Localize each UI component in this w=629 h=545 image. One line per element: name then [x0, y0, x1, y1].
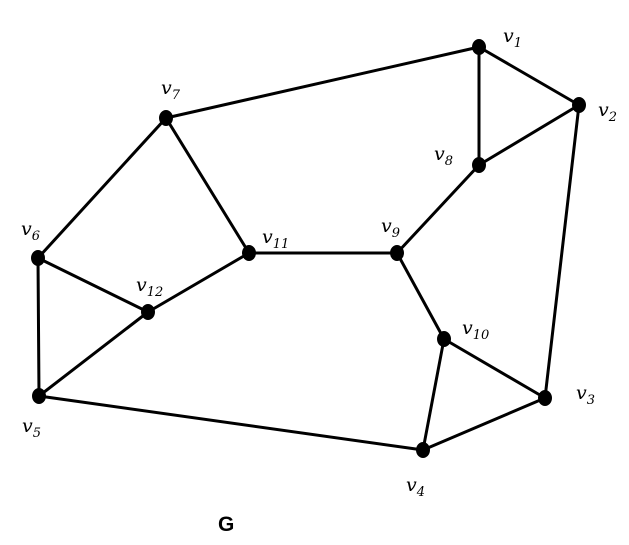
- graph-title: G: [218, 513, 234, 536]
- edge-v6-v12: [36, 256, 150, 314]
- vertex-v1: [472, 39, 486, 55]
- edge-v9-v10: [395, 251, 446, 341]
- edge-v5-v6: [36, 256, 41, 398]
- vertex-v4: [416, 442, 430, 458]
- vertex-v11: [242, 245, 256, 261]
- vertex-label-v10: v10: [462, 317, 489, 343]
- vertex-v12: [141, 304, 155, 320]
- vertex-v5: [32, 388, 46, 404]
- vertex-v8: [472, 157, 486, 173]
- vertex-label-v4: v4: [406, 474, 425, 500]
- edge-v4-v5: [37, 394, 425, 452]
- vertex-v10: [437, 331, 451, 347]
- edges: [36, 45, 581, 452]
- vertex-label-v6: v6: [21, 218, 40, 244]
- edge-v1-v7: [164, 45, 481, 120]
- edge-v8-v9: [395, 163, 481, 255]
- edge-v2-v3: [543, 103, 581, 400]
- edge-v10-v4: [421, 337, 446, 452]
- edge-v3-v4: [421, 396, 547, 452]
- edge-v7-v11: [164, 116, 251, 255]
- vertex-label-v7: v7: [161, 77, 181, 103]
- vertex-v6: [31, 250, 45, 266]
- edge-v11-v12: [146, 251, 251, 314]
- vertex-label-v5: v5: [22, 415, 41, 441]
- vertex-label-v1: v1: [503, 25, 522, 51]
- vertex-label-v3: v3: [576, 382, 595, 408]
- edge-v6-v7: [36, 116, 168, 260]
- vertex-v2: [572, 97, 586, 113]
- vertex-label-v9: v9: [381, 215, 400, 241]
- vertices: [31, 39, 586, 458]
- vertex-v7: [159, 110, 173, 126]
- vertex-label-v12: v12: [136, 274, 163, 300]
- edge-v2-v8: [477, 103, 581, 167]
- vertex-labels: v1 v2 v3 v4 v5 v6 v7 v8 v9 v10 v11 v12: [21, 25, 617, 500]
- vertex-v3: [538, 390, 552, 406]
- vertex-label-v2: v2: [598, 99, 617, 125]
- edge-v10-v3: [442, 337, 547, 400]
- vertex-label-v8: v8: [434, 143, 453, 169]
- vertex-label-v11: v11: [262, 226, 289, 252]
- edge-v1-v2: [477, 45, 581, 107]
- vertex-v9: [390, 245, 404, 261]
- edge-v5-v12: [37, 310, 150, 398]
